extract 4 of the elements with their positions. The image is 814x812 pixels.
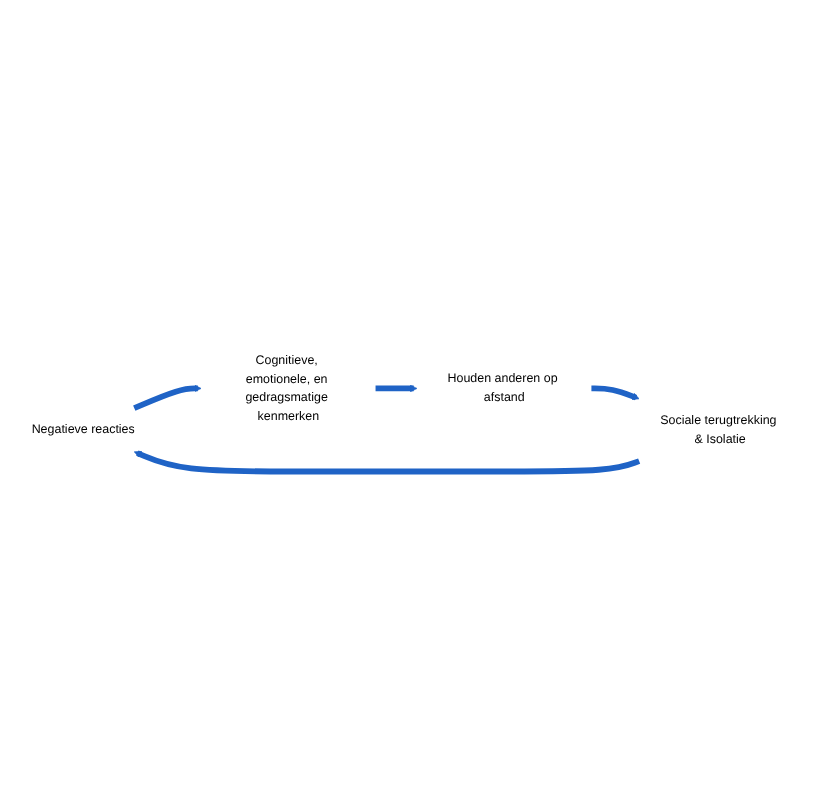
arrow — [133, 451, 641, 476]
arrow — [133, 385, 202, 412]
arrow — [375, 385, 418, 394]
arrow — [591, 386, 640, 402]
